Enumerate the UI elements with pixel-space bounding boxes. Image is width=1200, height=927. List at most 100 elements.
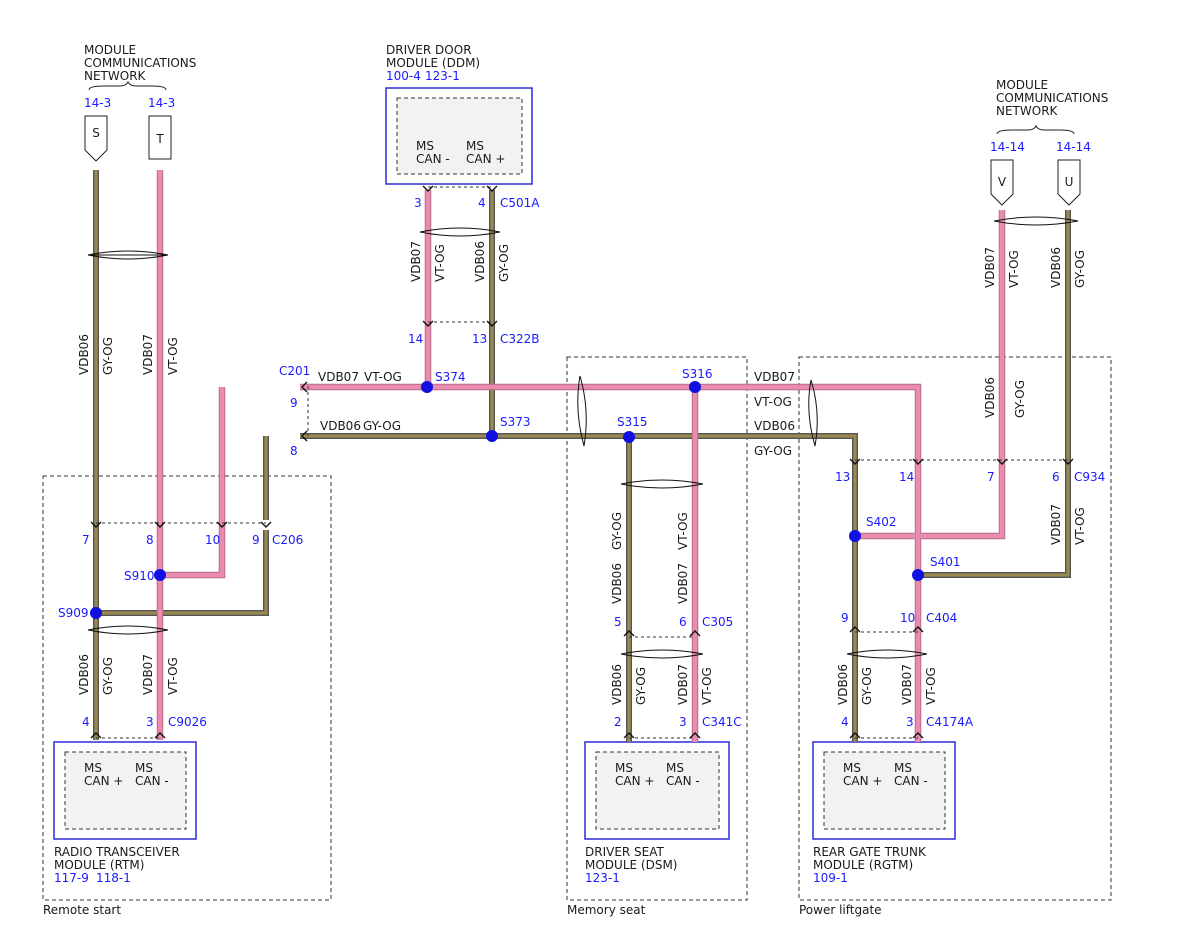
c934-pin-14: 14 (899, 470, 914, 484)
c322b-pin-14: 14 (408, 332, 423, 346)
flag-t-label: T (155, 132, 164, 146)
c404-label: C404 (926, 611, 957, 625)
network-right-title-2: COMMUNICATIONS (996, 91, 1108, 105)
rgtm-pin-a-2: CAN + (843, 774, 882, 788)
pin-arrow-down-icon (486, 185, 498, 192)
right-mid-gy-circuit-label: VDB06 (983, 377, 997, 418)
memory-seat-label: Memory seat (567, 903, 646, 917)
pin-arrow-up-icon (912, 626, 924, 633)
liftgate-vt-color-label: VT-OG (754, 395, 792, 409)
network-right-ref-u: 14-14 (1056, 140, 1091, 154)
right-gy-circuit-label: VDB06 (1049, 247, 1063, 288)
c322b-pin-13: 13 (472, 332, 487, 346)
pin-arrow-left-icon (301, 381, 308, 393)
rtm-vt-circuit-label: VDB07 (141, 654, 155, 695)
pin-arrow-up-icon (912, 732, 924, 739)
dsm-name-1: DRIVER SEAT (585, 845, 665, 859)
bus-gy-circuit-label: VDB06 (320, 419, 361, 433)
splice-s373-label: S373 (500, 415, 531, 429)
c201-pin-9: 9 (290, 396, 298, 410)
dsm-pin-b-2: CAN - (666, 774, 700, 788)
network-left-brace (88, 80, 167, 91)
ddm-pin-a-2: CAN - (416, 152, 450, 166)
twist-dsm-upper-icon (620, 479, 704, 489)
right-gy-color-label: GY-OG (1073, 250, 1087, 288)
flag-s-icon (84, 115, 108, 162)
twist-dsm-lower-icon (620, 649, 704, 659)
splice-s401 (912, 569, 924, 581)
ddm-pin-a-1: MS (416, 139, 434, 153)
flag-t-icon (148, 115, 172, 160)
c934-pin-6: 6 (1052, 470, 1060, 484)
c305-pin-6: 6 (679, 615, 687, 629)
splice-s910 (154, 569, 166, 581)
rgtm-name-1: REAR GATE TRUNK (813, 845, 927, 859)
rtm-module-inner (64, 751, 187, 830)
flag-v-icon (990, 159, 1014, 206)
rgtm-name-2: MODULE (RGTM) (813, 858, 913, 872)
pin-arrow-down-icon (260, 521, 272, 528)
memory-seat-option-box (566, 356, 748, 901)
bus-vt-color-label: VT-OG (364, 370, 402, 384)
c501a-pin-3: 3 (414, 196, 422, 210)
pin-arrow-left-icon (301, 430, 308, 442)
rtm-pin-a-2: CAN + (84, 774, 123, 788)
liftgate-gy-circuit-label: VDB06 (754, 419, 795, 433)
c501a-pin-4: 4 (478, 196, 486, 210)
c4174a-pin-4: 4 (841, 715, 849, 729)
flag-u-label: U (1065, 175, 1074, 189)
c404-pin-10: 10 (900, 611, 915, 625)
c206-pin-10: 10 (205, 533, 220, 547)
right-gy-wire (918, 210, 1070, 577)
c341c-label: C341C (702, 715, 742, 729)
ddm-ref-1: 100-4 (386, 69, 421, 83)
c322b-label: C322B (500, 332, 540, 346)
rgtm-module-inner (823, 751, 946, 830)
c9026-pin-3: 3 (146, 715, 154, 729)
splice-s315 (623, 431, 635, 443)
rtm-pin-a-1: MS (84, 761, 102, 775)
c206-label: C206 (272, 533, 303, 547)
network-right-title-1: MODULE (996, 78, 1048, 92)
liftgate-gy-color-label: GY-OG (754, 444, 792, 458)
bus-vt-circuit-label: VDB07 (318, 370, 359, 384)
rtm-name-1: RADIO TRANSCEIVER (54, 845, 180, 859)
dsm-ref-1: 123-1 (585, 871, 620, 885)
rgtm-pin-b-2: CAN - (894, 774, 928, 788)
bus-gy-color-label: GY-OG (363, 419, 401, 433)
ddm-pin-b-2: CAN + (466, 152, 505, 166)
remote-start-label: Remote start (43, 903, 121, 917)
pin-arrow-down-icon (486, 320, 498, 327)
c404-pin-9: 9 (841, 611, 849, 625)
bus-vt-wire (300, 384, 921, 742)
c341c-pin-3: 3 (679, 715, 687, 729)
rgtm-gy-color-label: GY-OG (860, 667, 874, 705)
left-vt-color-label: VT-OG (166, 337, 180, 375)
right-vt-circuit-label: VDB07 (983, 247, 997, 288)
dsm-upper-vt-color-label: VT-OG (676, 512, 690, 550)
rtm-name-2: MODULE (RTM) (54, 858, 144, 872)
pin-arrow-up-icon (689, 732, 701, 739)
ddm-vt-color-label: VT-OG (433, 244, 447, 282)
liftgate-vt-circuit-label: VDB07 (754, 370, 795, 384)
splice-s401-label: S401 (930, 555, 961, 569)
dsm-pin-b-1: MS (666, 761, 684, 775)
c206-gy-wire-outline (96, 530, 269, 616)
pin-arrow-down-icon (154, 521, 166, 528)
dsm-lower-gy-color-label: GY-OG (634, 667, 648, 705)
left-vt-circuit-label: VDB07 (141, 334, 155, 375)
ddm-pin-b-1: MS (466, 139, 484, 153)
pin-arrow-up-icon (154, 732, 166, 739)
flag-v-label: V (998, 175, 1007, 189)
dsm-lower-gy-circuit-label: VDB06 (610, 664, 624, 705)
remote-start-option-box (42, 475, 332, 901)
twist-right-top-icon (993, 216, 1079, 226)
c9026-label: C9026 (168, 715, 207, 729)
dsm-pin-a-2: CAN + (615, 774, 654, 788)
dsm-upper-gy-color-label: GY-OG (610, 512, 624, 550)
c501a-label: C501A (500, 196, 540, 210)
bus-vt-wire-outline (300, 383, 922, 742)
network-left-ref-s: 14-3 (84, 96, 111, 110)
pin-arrow-down-icon (216, 521, 228, 528)
splice-s373 (486, 430, 498, 442)
